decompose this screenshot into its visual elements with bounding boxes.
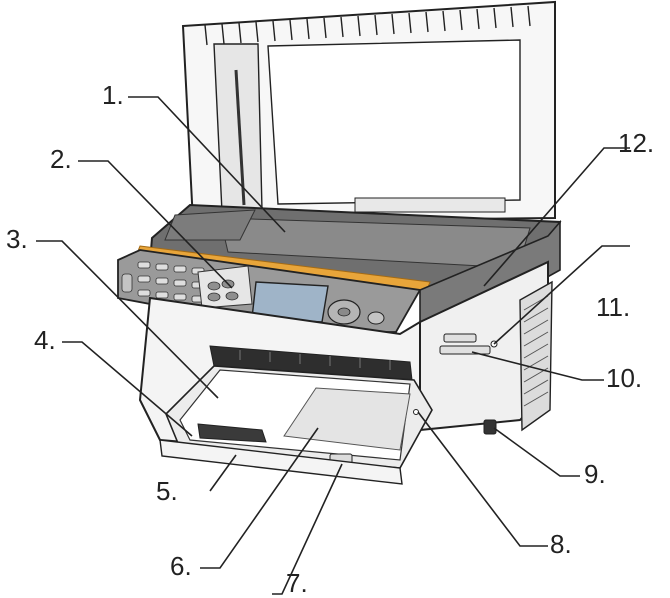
callout-11: 11. — [596, 292, 630, 322]
leader-12 — [483, 147, 630, 287]
callout-7: 7. — [286, 568, 308, 598]
leader-1 — [128, 96, 286, 233]
callout-3: 3. — [6, 224, 28, 254]
callout-10: 10. — [606, 363, 642, 393]
callout-12: 12. — [618, 128, 654, 158]
leader-3 — [36, 240, 219, 399]
leader-6 — [200, 427, 319, 569]
leader-8 — [417, 411, 548, 547]
leader-11 — [493, 245, 630, 345]
leader-10 — [471, 351, 604, 381]
leader-7 — [272, 463, 343, 595]
leader-9 — [493, 427, 580, 477]
printer-illustration — [117, 0, 562, 485]
callout-8: 8. — [550, 529, 572, 559]
leader-2 — [78, 160, 233, 289]
paper-tray — [159, 365, 433, 485]
callout-5: 5. — [156, 476, 178, 506]
leader-lines — [36, 96, 630, 595]
callout-1: 1. — [102, 80, 124, 110]
callout-6: 6. — [170, 551, 192, 581]
callout-labels: 1. 2. 3. 4. 5. 6. 7. 8. 9. 10. 11. 12. — [6, 80, 654, 598]
callout-2: 2. — [50, 144, 72, 174]
callout-4: 4. — [34, 325, 56, 355]
scanner-lid — [181, 0, 556, 224]
leader-5 — [209, 454, 237, 492]
callout-9: 9. — [584, 459, 606, 489]
leader-4 — [62, 341, 193, 437]
